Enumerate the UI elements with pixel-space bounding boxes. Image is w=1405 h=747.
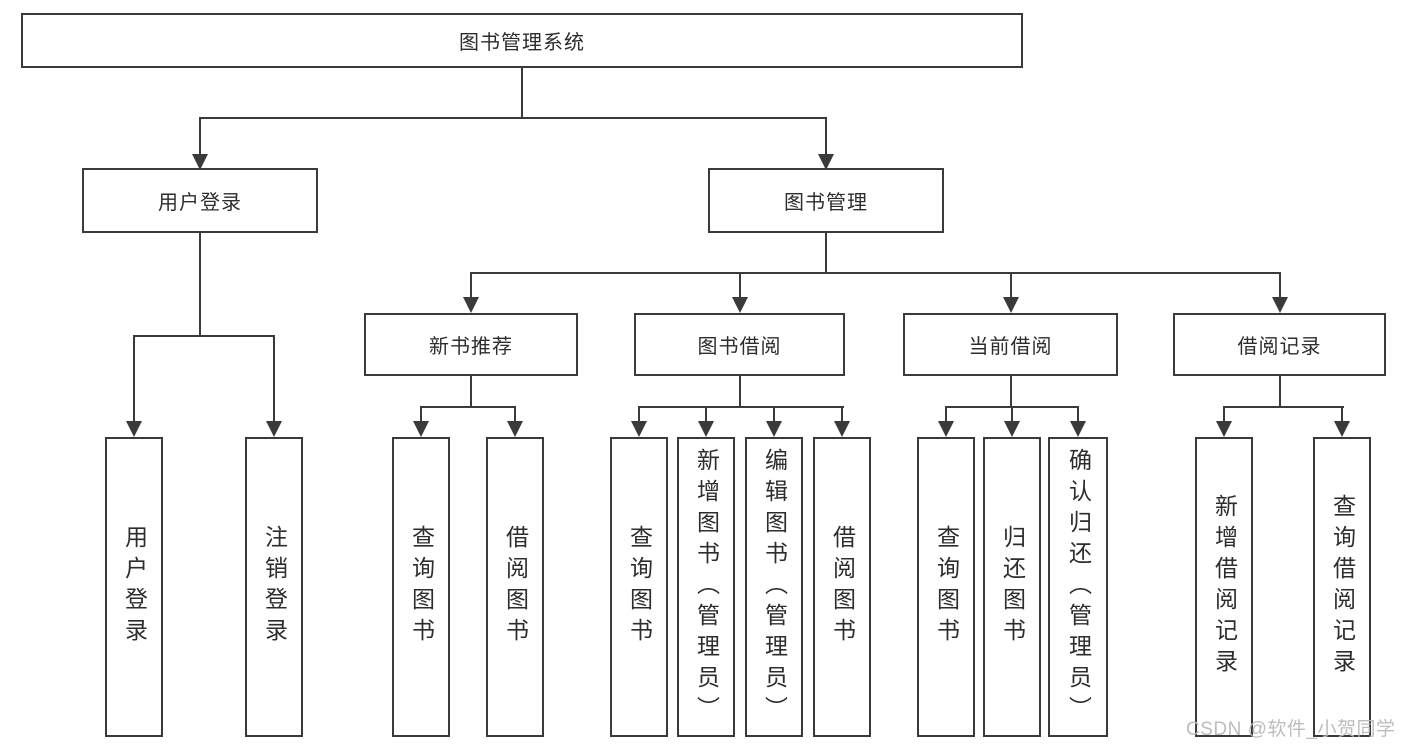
connector-line bbox=[1279, 272, 1281, 300]
connector-line bbox=[945, 406, 947, 424]
connector-line bbox=[133, 335, 135, 423]
node-book-borrow: 图书借阅 bbox=[634, 313, 845, 376]
arrowhead-icon bbox=[1334, 421, 1350, 437]
arrowhead-icon bbox=[1003, 297, 1019, 313]
leaf-label: 借阅图书 bbox=[502, 525, 529, 649]
leaf-add-borrow-record: 新增借阅记录 bbox=[1195, 437, 1253, 737]
leaf-confirm-return-admin: 确认归还（管理员） bbox=[1048, 437, 1108, 737]
node-book-management-branch: 图书管理 bbox=[708, 168, 944, 233]
node-label: 借阅记录 bbox=[1237, 336, 1322, 358]
connector-line bbox=[420, 406, 516, 408]
arrowhead-icon bbox=[1272, 297, 1288, 313]
connector-line bbox=[521, 68, 523, 118]
connector-line bbox=[825, 233, 827, 274]
node-label: 当前借阅 bbox=[968, 336, 1053, 358]
node-label: 用户登录 bbox=[158, 192, 242, 214]
connector-line bbox=[705, 406, 707, 424]
arrowhead-icon bbox=[631, 421, 647, 437]
leaf-label: 注销登录 bbox=[261, 525, 288, 649]
leaf-label: 确认归还（管理员） bbox=[1065, 447, 1092, 727]
connector-line bbox=[841, 406, 843, 424]
connector-line bbox=[1223, 406, 1225, 424]
connector-line bbox=[514, 406, 516, 424]
connector-line bbox=[199, 117, 827, 119]
arrowhead-icon bbox=[818, 154, 834, 170]
connector-line bbox=[470, 375, 472, 408]
leaf-label: 新增图书（管理员） bbox=[693, 447, 720, 727]
node-root: 图书管理系统 bbox=[21, 13, 1023, 68]
leaf-label: 编辑图书（管理员） bbox=[761, 447, 788, 727]
leaf-add-book-admin: 新增图书（管理员） bbox=[677, 437, 735, 737]
arrowhead-icon bbox=[126, 421, 142, 437]
arrowhead-icon bbox=[1004, 421, 1020, 437]
connector-line bbox=[1341, 406, 1343, 424]
connector-line bbox=[470, 272, 1281, 274]
leaf-return-book: 归还图书 bbox=[983, 437, 1041, 737]
leaf-label: 借阅图书 bbox=[829, 525, 856, 649]
arrowhead-icon bbox=[192, 154, 208, 170]
node-user-login-branch: 用户登录 bbox=[82, 168, 318, 233]
leaf-label: 新增借阅记录 bbox=[1211, 494, 1238, 680]
connector-line bbox=[638, 406, 640, 424]
leaf-label: 查询图书 bbox=[408, 525, 435, 649]
leaf-query-borrow-record: 查询借阅记录 bbox=[1313, 437, 1371, 737]
connector-line bbox=[1011, 406, 1013, 424]
connector-line bbox=[199, 233, 201, 337]
arrowhead-icon bbox=[698, 421, 714, 437]
node-new-book-recommend: 新书推荐 bbox=[364, 313, 578, 376]
leaf-label: 查询图书 bbox=[933, 525, 960, 649]
connector-line bbox=[273, 335, 275, 423]
leaf-query-books-3: 查询图书 bbox=[917, 437, 975, 737]
connector-line bbox=[420, 406, 422, 424]
connector-line bbox=[739, 272, 741, 300]
connector-line bbox=[739, 375, 741, 408]
node-current-borrow: 当前借阅 bbox=[903, 313, 1118, 376]
connector-line bbox=[199, 117, 201, 157]
leaf-query-books-2: 查询图书 bbox=[610, 437, 668, 737]
arrowhead-icon bbox=[1216, 421, 1232, 437]
node-label: 图书管理 bbox=[784, 192, 868, 214]
connector-line bbox=[1279, 375, 1281, 408]
leaf-label: 归还图书 bbox=[999, 525, 1026, 649]
arrowhead-icon bbox=[266, 421, 282, 437]
node-root-label: 图书管理系统 bbox=[459, 32, 585, 54]
node-label: 图书借阅 bbox=[697, 336, 782, 358]
arrowhead-icon bbox=[1070, 421, 1086, 437]
leaf-edit-book-admin: 编辑图书（管理员） bbox=[745, 437, 803, 737]
connector-line bbox=[470, 272, 472, 300]
arrowhead-icon bbox=[507, 421, 523, 437]
leaf-label: 用户登录 bbox=[121, 525, 148, 649]
arrowhead-icon bbox=[732, 297, 748, 313]
leaf-borrow-books-1: 借阅图书 bbox=[486, 437, 544, 737]
connector-line bbox=[773, 406, 775, 424]
leaf-borrow-books-2: 借阅图书 bbox=[813, 437, 871, 737]
connector-line bbox=[133, 335, 275, 337]
watermark: CSDN @软件_小贺同学 bbox=[1186, 719, 1396, 740]
connector-line bbox=[825, 117, 827, 157]
leaf-query-books-1: 查询图书 bbox=[392, 437, 450, 737]
node-borrow-records: 借阅记录 bbox=[1173, 313, 1386, 376]
arrowhead-icon bbox=[463, 297, 479, 313]
connector-line bbox=[1077, 406, 1079, 424]
connector-line bbox=[1223, 406, 1344, 408]
arrowhead-icon bbox=[413, 421, 429, 437]
connector-line bbox=[638, 406, 844, 408]
arrowhead-icon bbox=[766, 421, 782, 437]
leaf-label: 查询借阅记录 bbox=[1329, 494, 1356, 680]
leaf-logout: 注销登录 bbox=[245, 437, 303, 737]
arrowhead-icon bbox=[938, 421, 954, 437]
leaf-user-login: 用户登录 bbox=[105, 437, 163, 737]
leaf-label: 查询图书 bbox=[626, 525, 653, 649]
connector-line bbox=[1010, 272, 1012, 300]
arrowhead-icon bbox=[834, 421, 850, 437]
node-label: 新书推荐 bbox=[429, 336, 513, 358]
connector-line bbox=[1010, 375, 1012, 408]
